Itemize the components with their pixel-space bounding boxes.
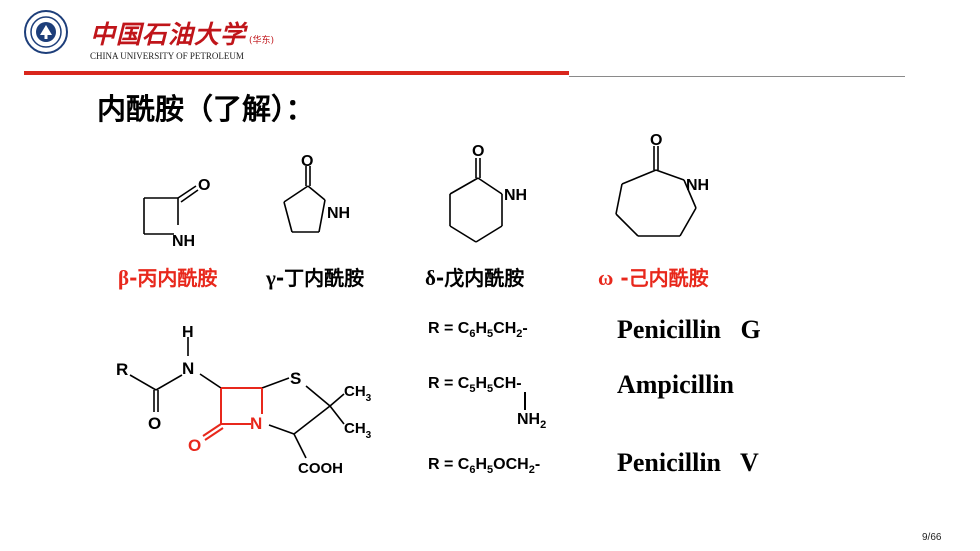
svg-text:S: S: [290, 369, 301, 388]
caption-beta-lactam: β-丙内酰胺: [118, 266, 218, 290]
svg-text:O: O: [650, 132, 662, 149]
svg-text:NH: NH: [686, 177, 709, 194]
svg-text:CH3: CH3: [344, 383, 372, 404]
penicillin-core-structure: H N R O S O N CH3 CH3 COOH: [116, 324, 372, 477]
r-group-penicillin-g: R = C6H5CH2-: [428, 320, 528, 340]
r-group-ampicillin-amine: NH2: [517, 411, 547, 431]
university-name-en: CHINA UNIVERSITY OF PETROLEUM: [90, 51, 244, 61]
page-number: 9/66: [922, 532, 942, 543]
university-seal-logo: [24, 10, 68, 54]
gamma-lactam-structure: O NH: [283, 153, 350, 233]
ampicillin-amine-bond: [524, 392, 526, 410]
delta-lactam-structure: O NH: [449, 143, 527, 243]
drug-name-ampicillin: Ampicillin: [617, 370, 735, 399]
svg-text:O: O: [472, 143, 484, 160]
svg-text:CH3: CH3: [344, 420, 372, 441]
svg-text:NH: NH: [172, 233, 195, 250]
svg-text:COOH: COOH: [298, 460, 343, 477]
svg-text:O: O: [148, 414, 161, 433]
r-group-ampicillin: R = C5H5CH-: [428, 375, 522, 395]
svg-text:N: N: [182, 359, 194, 378]
caption-gamma-lactam: γ-丁内酰胺: [266, 266, 365, 290]
drug-name-penicillin-v: Penicillin V: [617, 448, 759, 477]
svg-text:H: H: [182, 324, 194, 341]
svg-text:O: O: [301, 153, 313, 170]
omega-lactam-structure: O NH: [615, 132, 709, 237]
svg-text:NH: NH: [327, 205, 350, 222]
svg-text:R: R: [116, 360, 128, 379]
svg-text:N: N: [250, 414, 262, 433]
svg-text:O: O: [188, 436, 201, 455]
header-rule-red: [24, 71, 569, 75]
svg-text:NH: NH: [504, 187, 527, 204]
r-group-penicillin-v: R = C6H5OCH2-: [428, 456, 541, 476]
university-name-cn: 中国石油大学(华东): [90, 20, 275, 49]
beta-lactam-structure: O NH: [143, 177, 210, 250]
svg-text:O: O: [198, 177, 210, 194]
caption-omega-lactam: ω -己内酰胺: [598, 266, 709, 290]
caption-delta-lactam: δ-戊内酰胺: [425, 266, 525, 290]
slide-heading: 内酰胺（了解）：: [97, 92, 315, 126]
drug-name-penicillin-g: Penicillin G: [617, 315, 761, 344]
header-rule-gray: [569, 76, 905, 77]
